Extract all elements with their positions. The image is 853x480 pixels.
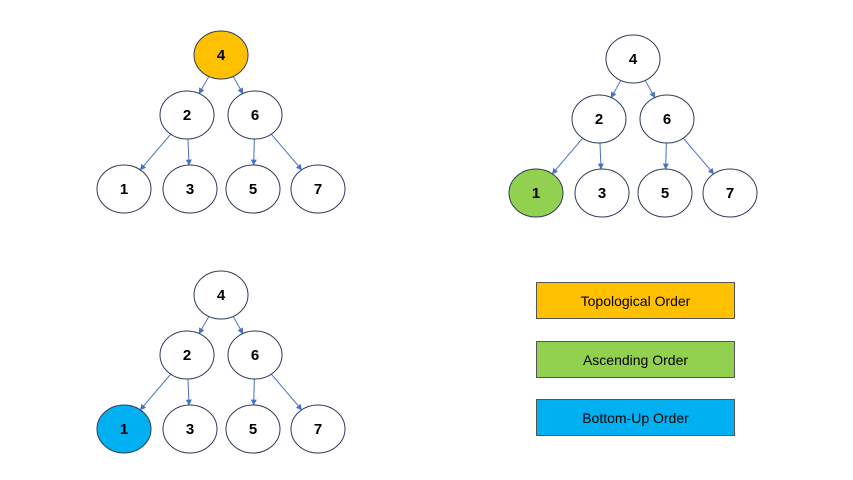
edge-2-1	[139, 133, 172, 171]
node-label: 1	[120, 421, 128, 438]
node-circle	[639, 94, 695, 144]
node-1: 1	[96, 164, 152, 214]
node-7: 7	[290, 164, 346, 214]
edge-4-2	[198, 316, 210, 335]
node-label: 4	[217, 287, 226, 304]
tree-bottom-up: 4 2 6 1 3 5 7	[96, 270, 346, 454]
node-label: 4	[217, 47, 226, 64]
node-circle	[571, 94, 627, 144]
node-circle	[159, 90, 215, 140]
edge-2-3	[185, 138, 192, 166]
node-6: 6	[227, 330, 283, 380]
node-5: 5	[225, 404, 281, 454]
legend-ascending-label: Ascending Order	[582, 351, 689, 368]
node-2: 2	[159, 90, 215, 140]
node-label: 7	[314, 421, 322, 438]
tree-ascending: 4 2 6 1 3 5 7	[508, 34, 758, 218]
node-circle	[290, 164, 346, 214]
node-5: 5	[225, 164, 281, 214]
node-circle	[637, 168, 693, 218]
edge-6-7	[270, 373, 303, 411]
node-circle	[508, 168, 564, 218]
node-label: 5	[249, 421, 257, 438]
edge-4-6	[232, 76, 244, 95]
node-circle	[290, 404, 346, 454]
legend-topological-order: Topological Order	[536, 282, 735, 319]
node-label: 5	[661, 185, 669, 202]
node-1: 1	[96, 404, 152, 454]
tree-topological: 4 2 6 1 3 5 7	[96, 30, 346, 214]
node-label: 3	[186, 181, 194, 198]
node-circle	[96, 164, 152, 214]
edge-6-7	[270, 133, 303, 171]
edge-4-6	[232, 316, 244, 335]
node-circle	[702, 168, 758, 218]
node-2: 2	[159, 330, 215, 380]
node-circle	[227, 90, 283, 140]
edge-6-5	[250, 138, 257, 166]
node-2: 2	[571, 94, 627, 144]
edge-2-3	[185, 378, 192, 406]
node-label: 5	[249, 181, 257, 198]
node-6: 6	[227, 90, 283, 140]
node-3: 3	[574, 168, 630, 218]
node-5: 5	[637, 168, 693, 218]
node-3: 3	[162, 404, 218, 454]
node-7: 7	[702, 168, 758, 218]
node-label: 4	[629, 51, 638, 68]
node-label: 3	[598, 185, 606, 202]
node-circle	[193, 30, 249, 80]
edge-2-1	[551, 137, 584, 175]
edge-4-2	[198, 76, 210, 95]
legend-bottom-up-label: Bottom-Up Order	[582, 409, 689, 426]
edge-6-7	[682, 137, 715, 175]
edge-6-5	[662, 142, 669, 170]
node-6: 6	[639, 94, 695, 144]
node-4: 4	[193, 270, 249, 320]
node-circle	[159, 330, 215, 380]
node-circle	[162, 164, 218, 214]
edge-2-3	[597, 142, 604, 170]
node-label: 1	[532, 185, 540, 202]
node-7: 7	[290, 404, 346, 454]
node-label: 2	[595, 111, 603, 128]
edge-2-1	[139, 373, 172, 411]
node-circle	[96, 404, 152, 454]
node-4: 4	[605, 34, 661, 84]
node-3: 3	[162, 164, 218, 214]
legend-ascending-order: Ascending Order	[536, 341, 735, 378]
node-circle	[574, 168, 630, 218]
legend-bottom-up-order: Bottom-Up Order	[536, 399, 735, 436]
edge-6-5	[250, 378, 257, 406]
node-label: 7	[726, 185, 734, 202]
node-circle	[193, 270, 249, 320]
node-label: 7	[314, 181, 322, 198]
node-label: 6	[251, 107, 259, 124]
node-circle	[162, 404, 218, 454]
node-circle	[225, 164, 281, 214]
node-1: 1	[508, 168, 564, 218]
node-label: 1	[120, 181, 128, 198]
edge-4-2	[610, 80, 622, 99]
node-label: 6	[663, 111, 671, 128]
legend-topological-label: Topological Order	[580, 292, 691, 309]
node-circle	[227, 330, 283, 380]
node-circle	[605, 34, 661, 84]
edge-4-6	[644, 80, 656, 99]
node-label: 6	[251, 347, 259, 364]
node-4: 4	[193, 30, 249, 80]
node-circle	[225, 404, 281, 454]
node-label: 3	[186, 421, 194, 438]
node-label: 2	[183, 107, 191, 124]
node-label: 2	[183, 347, 191, 364]
